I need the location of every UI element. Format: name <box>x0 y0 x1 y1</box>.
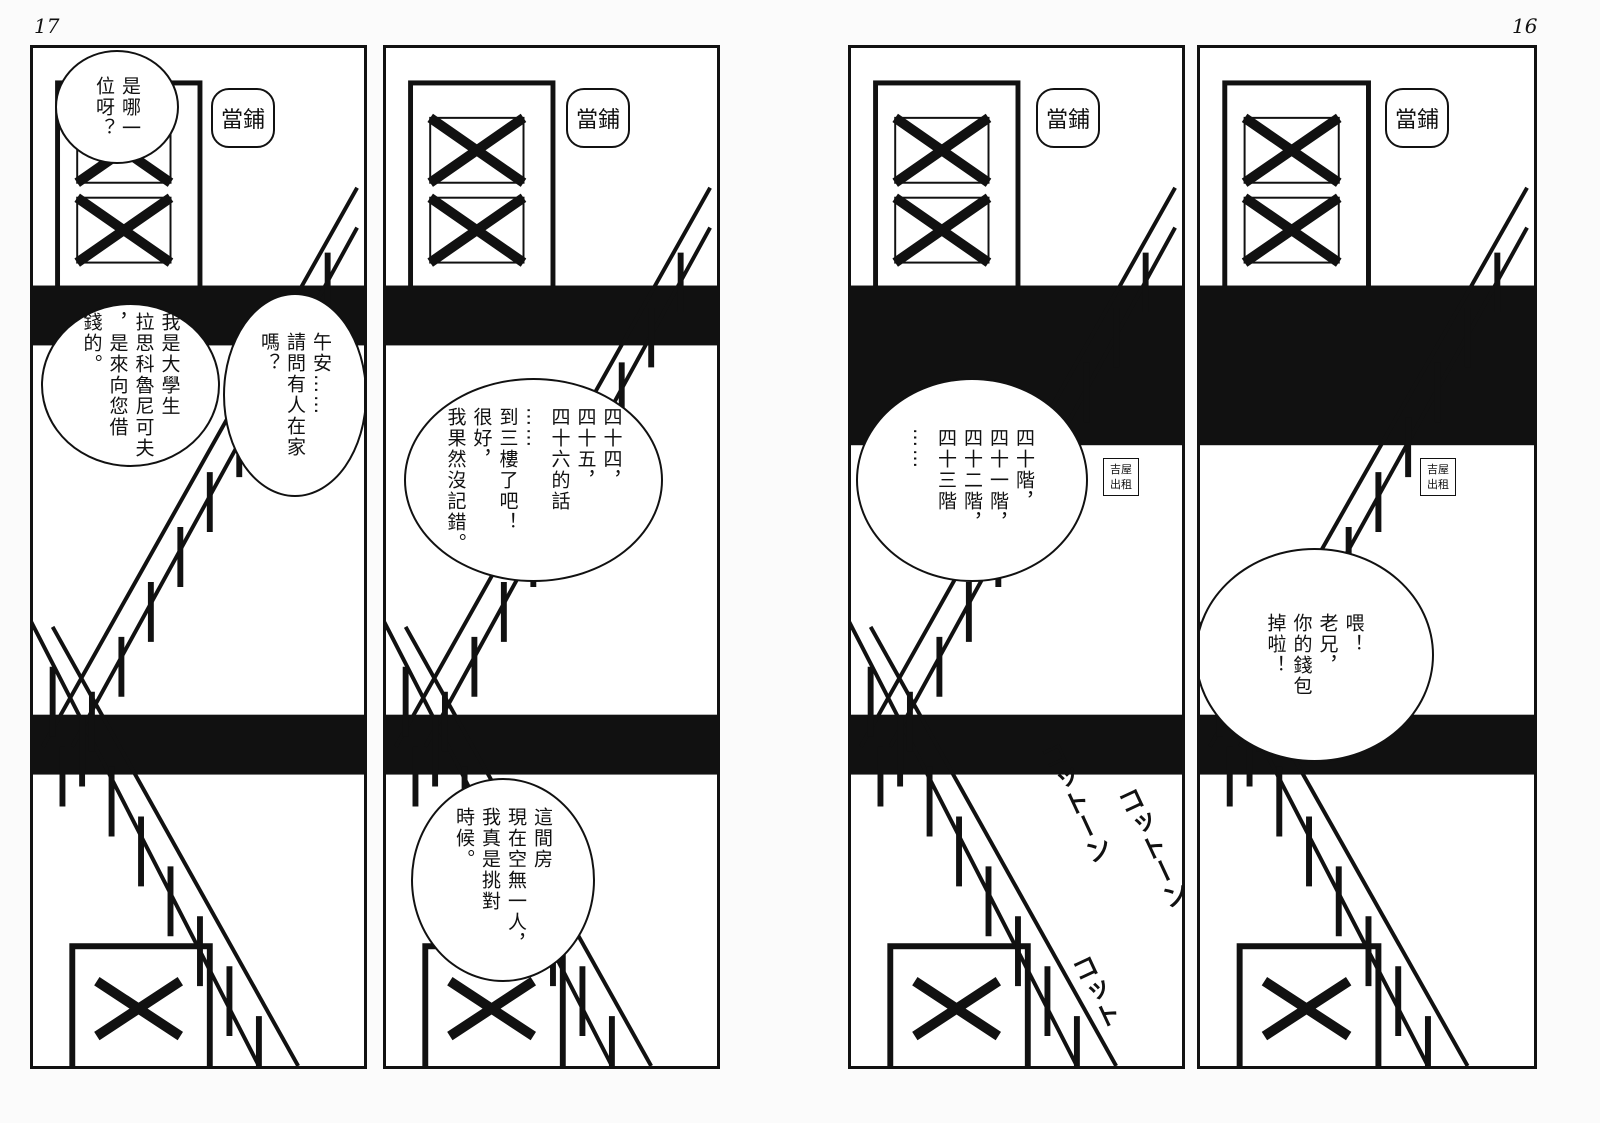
bubble-line: 很好， <box>470 406 493 470</box>
bubble-line: 錢的。 <box>80 311 103 375</box>
bubble-line: 四十階， <box>1013 427 1035 512</box>
pawnshop-sign: 當鋪 <box>1385 88 1450 148</box>
bubble-line: …… <box>909 427 931 470</box>
bubble-line: 這間房 <box>531 806 553 870</box>
staircase-illustration <box>386 80 717 1066</box>
bubble-line: 到三樓了吧！ <box>496 406 519 533</box>
pawnshop-sign: 當鋪 <box>1036 88 1101 148</box>
door-cross <box>427 113 527 187</box>
floor-band <box>33 714 364 775</box>
bubble-line: 午安…… <box>310 332 332 416</box>
bubble-line: 我真是挑對 <box>479 806 501 912</box>
floor-band <box>851 714 1182 775</box>
door-cross <box>74 193 174 267</box>
speech-bubble: 喂！老兄，你的錢包掉啦！ <box>1200 548 1434 762</box>
comic-panel-1: 當鋪 是哪一位呀？ 午安……請問有人在家嗎？ 我是大學生拉思科魯尼可夫，是來向您… <box>30 45 367 1069</box>
staircase-illustration <box>1200 80 1534 1066</box>
rent-sign-line: 出租 <box>1110 478 1132 491</box>
bubble-line: 嗎？ <box>258 332 280 374</box>
comic-panel-3: 當鋪 四十階，四十一階，四十二階，四十三階…… 吉屋出租 コットーン コットーン… <box>848 45 1185 1069</box>
staircase-illustration <box>33 80 364 1066</box>
for-rent-sign: 吉屋出租 <box>1420 458 1456 496</box>
stair-rail <box>41 186 359 748</box>
comic-panel-2: 當鋪 四十四，四十五，四十六的話……到三樓了吧！很好，我果然沒記錯。 這間房現在… <box>383 45 720 1069</box>
door-cross <box>912 976 1001 1041</box>
door-cross <box>1261 976 1352 1041</box>
speech-bubble: 午安……請問有人在家嗎？ <box>223 293 364 497</box>
bubble-line: 四十六的話 <box>548 406 571 512</box>
speech-bubble: 四十四，四十五，四十六的話……到三樓了吧！很好，我果然沒記錯。 <box>404 378 663 582</box>
bubble-line: 拉思科魯尼可夫 <box>132 311 155 459</box>
bubble-line: 現在空無一人， <box>505 806 527 954</box>
bubble-line: 老兄， <box>1316 613 1339 676</box>
bubble-line: 喂！ <box>1342 613 1365 655</box>
speech-bubble: 四十階，四十一階，四十二階，四十三階…… <box>856 378 1088 582</box>
bubble-line: 位呀？ <box>93 75 115 139</box>
bubble-line: 我是大學生 <box>158 311 181 417</box>
bubble-line: ，是來向您借 <box>106 311 129 438</box>
bubble-line: 掉啦！ <box>1264 613 1287 676</box>
page-number-left: 17 <box>34 14 60 38</box>
door-cross <box>94 976 183 1041</box>
door-cross <box>892 193 992 267</box>
bubble-line: 是哪一 <box>119 75 141 139</box>
bubble-line: …… <box>522 406 545 449</box>
pawnshop-sign: 當鋪 <box>211 88 276 148</box>
page-number-right: 16 <box>1512 14 1538 38</box>
bubble-line: 四十二階， <box>961 427 983 533</box>
bubble-line: 我果然沒記錯。 <box>444 406 467 554</box>
bubble-line: 四十五， <box>574 406 597 491</box>
bubble-line: 你的錢包 <box>1290 613 1313 697</box>
speech-bubble: 我是大學生拉思科魯尼可夫，是來向您借錢的。 <box>41 303 220 467</box>
bubble-line: 四十一階， <box>987 427 1009 533</box>
for-rent-sign: 吉屋出租 <box>1103 458 1139 496</box>
rent-sign-line: 吉屋 <box>1427 463 1449 476</box>
pawnshop-sign: 當鋪 <box>566 88 631 148</box>
floor-band <box>386 285 717 346</box>
bubble-line: 時候。 <box>453 806 475 870</box>
door-cross <box>892 113 992 187</box>
speech-bubble: 這間房現在空無一人，我真是挑對時候。 <box>411 778 595 982</box>
rent-sign-line: 吉屋 <box>1110 463 1132 476</box>
door-cross <box>447 976 536 1041</box>
bubble-line: 請問有人在家 <box>284 332 306 458</box>
door-cross <box>1241 193 1342 267</box>
door-cross <box>1241 113 1342 187</box>
floor-band <box>386 714 717 775</box>
rent-sign-line: 出租 <box>1427 478 1449 491</box>
bubble-line: 四十四， <box>600 406 623 491</box>
bubble-line: 四十三階 <box>935 427 957 512</box>
door-cross <box>427 193 527 267</box>
comic-panel-4: 當鋪 喂！老兄，你的錢包掉啦！ 吉屋出租 <box>1197 45 1537 1069</box>
speech-bubble: 是哪一位呀？ <box>55 50 179 164</box>
